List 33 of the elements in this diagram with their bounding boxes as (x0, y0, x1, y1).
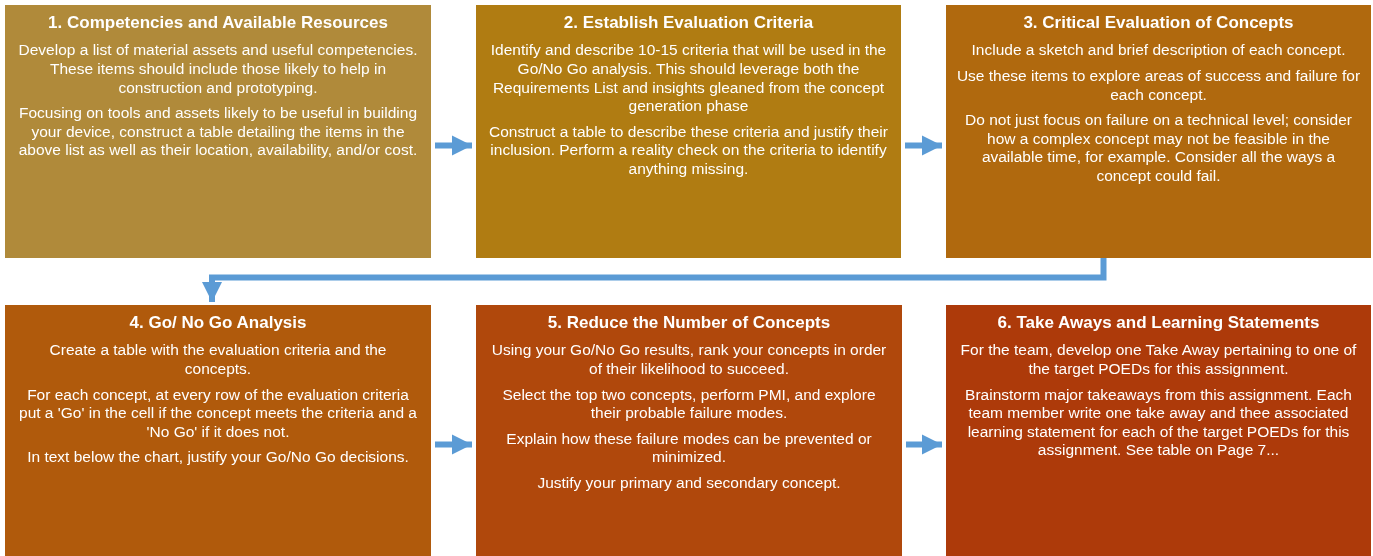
step-heading: 2. Establish Evaluation Criteria (562, 13, 815, 34)
step-description: Create a table with the evaluation criteria and the concepts. (48, 341, 388, 379)
arrow (906, 434, 942, 455)
step-description: For each concept, at every row of the evaluation criteria put a 'Go' in the cell if the concept meets the criteria and a 'No Go' if it does not. (18, 385, 418, 442)
step-heading: 3. Critical Evaluation of Concepts (1022, 13, 1295, 34)
process-box (5, 305, 431, 556)
process-box (476, 305, 902, 556)
step-description: For the team, develop one Take Away pertaining to one of the target POEDs for this assignment. (959, 341, 1358, 379)
step-description: Justify your primary and secondary concept. (536, 473, 842, 493)
arrow (435, 434, 472, 455)
step-description: Use these items to explore areas of success and failure for each concept. (956, 67, 1361, 105)
step-description: Using your Go/No Go results, rank your concepts in order of their likelihood to succeed. (490, 341, 888, 379)
step-description: Develop a list of material assets and useful competencies. These items should include those likely to help in construction and prototyping. (17, 41, 419, 98)
process-box (5, 5, 431, 258)
step-description: Construct a table to describe these criteria and justify their inclusion. Perform a reality check on the criteria to identify anything missing. (488, 122, 889, 179)
process-box (946, 305, 1371, 556)
step-description: Identify and describe 10-15 criteria that will be used in the Go/No Go analysis. This should leverage both the Requirements List and insights gleaned from the concept generation phase (489, 41, 888, 116)
step-description: Do not just focus on failure on a technical level; consider how a complex concept may not be feasible in the available time, for example. Consider all the ways a concept could fail. (964, 111, 1353, 186)
step-description: Include a sketch and brief description of each concept. (970, 41, 1347, 60)
step-description: In text below the chart, justify your Go/No Go decisions. (26, 448, 410, 467)
step-description: Brainstorm major takeaways from this assignment. Each team member write one take away and thee associated learning statement for each of the target POEDs for this assignment. See table on Page 7... (964, 385, 1353, 460)
process-box (946, 5, 1371, 258)
step-heading: 1. Competencies and Available Resources (47, 13, 389, 34)
step-description: Select the top two concepts, perform PMI, and explore their probable failure modes. (501, 385, 877, 423)
step-heading: 6. Take Aways and Learning Statements (996, 313, 1321, 334)
step-heading: 5. Reduce the Number of Concepts (546, 313, 832, 334)
step-description: Explain how these failure modes can be prevented or minimized. (505, 429, 873, 467)
step-heading: 4. Go/ No Go Analysis (128, 313, 308, 334)
arrow (201, 258, 1107, 302)
arrow (905, 135, 942, 156)
arrow (435, 135, 472, 156)
step-description: Focusing on tools and assets likely to be useful in building your device, construct a table detailing the items in the above list as well as their location, availability, and/or cost. (17, 104, 419, 160)
process-box (476, 5, 901, 258)
